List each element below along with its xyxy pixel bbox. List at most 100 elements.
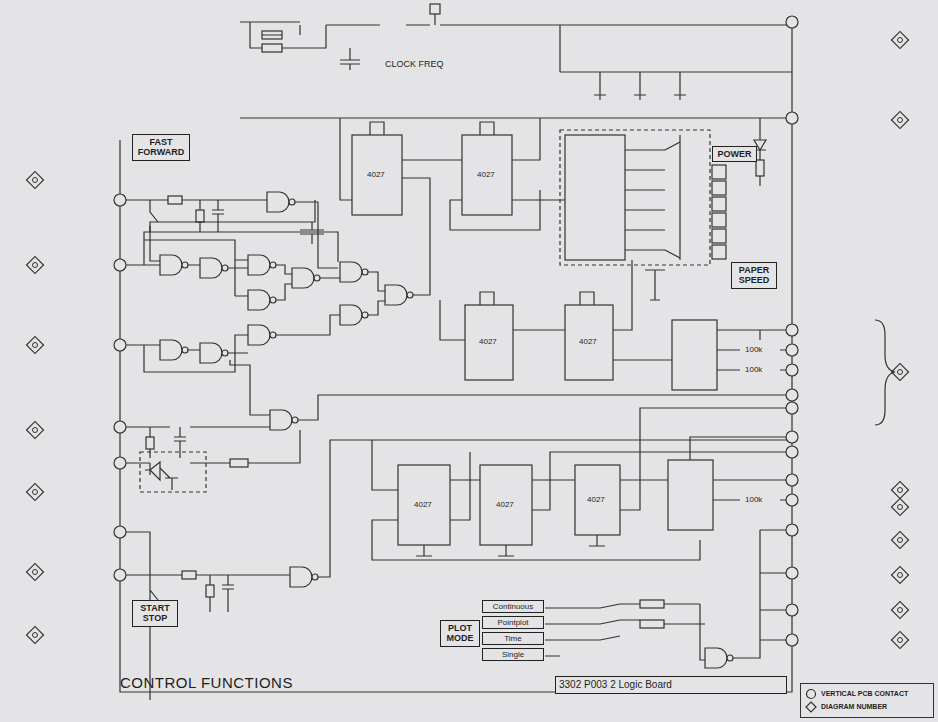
wires xyxy=(270,410,298,430)
diagram-numbers xyxy=(27,172,44,189)
diagram-numbers xyxy=(27,337,44,354)
wires xyxy=(300,222,324,244)
wires xyxy=(248,430,300,463)
diagram-number-symbol xyxy=(806,702,816,712)
pcb-contacts xyxy=(786,446,798,458)
pcb-contacts xyxy=(786,344,798,356)
pcb-contacts xyxy=(114,457,126,469)
diagram-numbers xyxy=(27,422,44,439)
pcb-contacts xyxy=(786,402,798,414)
pcb-contacts xyxy=(786,494,798,506)
wires xyxy=(668,460,713,530)
wires xyxy=(665,135,680,260)
wires xyxy=(295,202,338,268)
mode-option-box: Time xyxy=(482,632,544,645)
wires xyxy=(705,648,733,668)
resistor-value: 100k xyxy=(744,496,763,504)
box-text: PAPER SPEED xyxy=(735,265,773,286)
diagram-numbers xyxy=(892,112,909,129)
mode-option-box: Pointplot xyxy=(482,616,544,629)
diagram-numbers xyxy=(892,499,909,516)
resistor-value: 100k xyxy=(744,346,763,354)
wires xyxy=(565,135,625,260)
switch-label-box: PLOT MODE xyxy=(440,620,480,647)
box-text: POWER xyxy=(716,149,753,159)
diagram-numbers xyxy=(27,32,909,649)
wires xyxy=(120,22,792,692)
diagram-title: CONTROL FUNCTIONS xyxy=(120,674,293,691)
wires xyxy=(248,325,276,345)
wires xyxy=(182,571,196,579)
resistor-value: 100k xyxy=(744,366,763,374)
wires xyxy=(248,290,276,310)
box-text: Continuous xyxy=(486,602,540,611)
wires xyxy=(545,604,620,656)
diagram-numbers xyxy=(27,257,44,274)
wires xyxy=(126,427,270,458)
wires xyxy=(672,320,717,390)
wires xyxy=(150,200,315,296)
diagram-numbers xyxy=(27,484,44,501)
pcb-contacts xyxy=(114,569,126,581)
clock-label: CLOCK FREQ xyxy=(384,60,445,69)
wires xyxy=(145,462,160,480)
wires xyxy=(712,229,726,243)
mode-option-box: Single xyxy=(482,648,544,661)
pcb-contacts xyxy=(786,431,798,443)
pcb-contacts xyxy=(114,259,126,271)
wires xyxy=(168,196,182,204)
wires xyxy=(756,160,764,176)
wires xyxy=(625,150,665,250)
pcb-contacts xyxy=(786,604,798,616)
wires xyxy=(465,305,513,380)
switch-label-box: PAPER SPEED xyxy=(731,262,777,289)
pcb-contacts xyxy=(114,16,798,646)
diagram-numbers xyxy=(892,482,909,499)
wires xyxy=(206,585,214,597)
wires xyxy=(416,535,605,556)
wires xyxy=(290,567,318,587)
indicator-label-box: POWER xyxy=(712,146,757,162)
wires xyxy=(200,343,228,363)
pcb-contacts xyxy=(786,634,798,646)
wires xyxy=(575,465,620,535)
wires xyxy=(340,48,360,70)
wires xyxy=(712,213,726,227)
wires xyxy=(146,437,154,449)
wires xyxy=(126,463,230,490)
pcb-contacts xyxy=(786,112,798,124)
pcb-contacts xyxy=(114,421,126,433)
ic-type: 4027 xyxy=(495,501,515,509)
mode-option-box: Continuous xyxy=(482,600,544,613)
wires xyxy=(717,330,792,370)
diagram-numbers xyxy=(892,602,909,619)
pcb-contacts xyxy=(786,474,798,486)
wires xyxy=(318,440,792,577)
wires xyxy=(620,604,705,660)
ic-type: 4027 xyxy=(586,496,606,504)
legend-text: DIAGRAM NUMBER xyxy=(821,703,887,711)
switch-label-box: START STOP xyxy=(132,600,178,627)
wires xyxy=(240,117,792,118)
wires xyxy=(712,165,726,179)
wires xyxy=(262,44,282,52)
wires xyxy=(440,260,672,360)
wires xyxy=(398,465,450,545)
box-text: Pointplot xyxy=(486,618,540,627)
wires xyxy=(230,459,248,467)
diagram-numbers xyxy=(875,320,895,425)
wires xyxy=(262,31,282,39)
wires xyxy=(712,197,726,211)
wires xyxy=(560,130,710,265)
box-text: 3302 P003 2 Logic Board xyxy=(559,679,783,691)
wires xyxy=(640,600,664,608)
pcb-contacts xyxy=(114,339,126,351)
wires xyxy=(560,72,792,100)
wires xyxy=(340,305,368,325)
wires xyxy=(462,135,512,215)
diagram-numbers xyxy=(892,32,909,49)
legend-text: VERTICAL PCB CONTACT xyxy=(821,690,908,698)
wires xyxy=(126,200,270,232)
wires xyxy=(120,4,792,700)
wires xyxy=(565,305,613,380)
